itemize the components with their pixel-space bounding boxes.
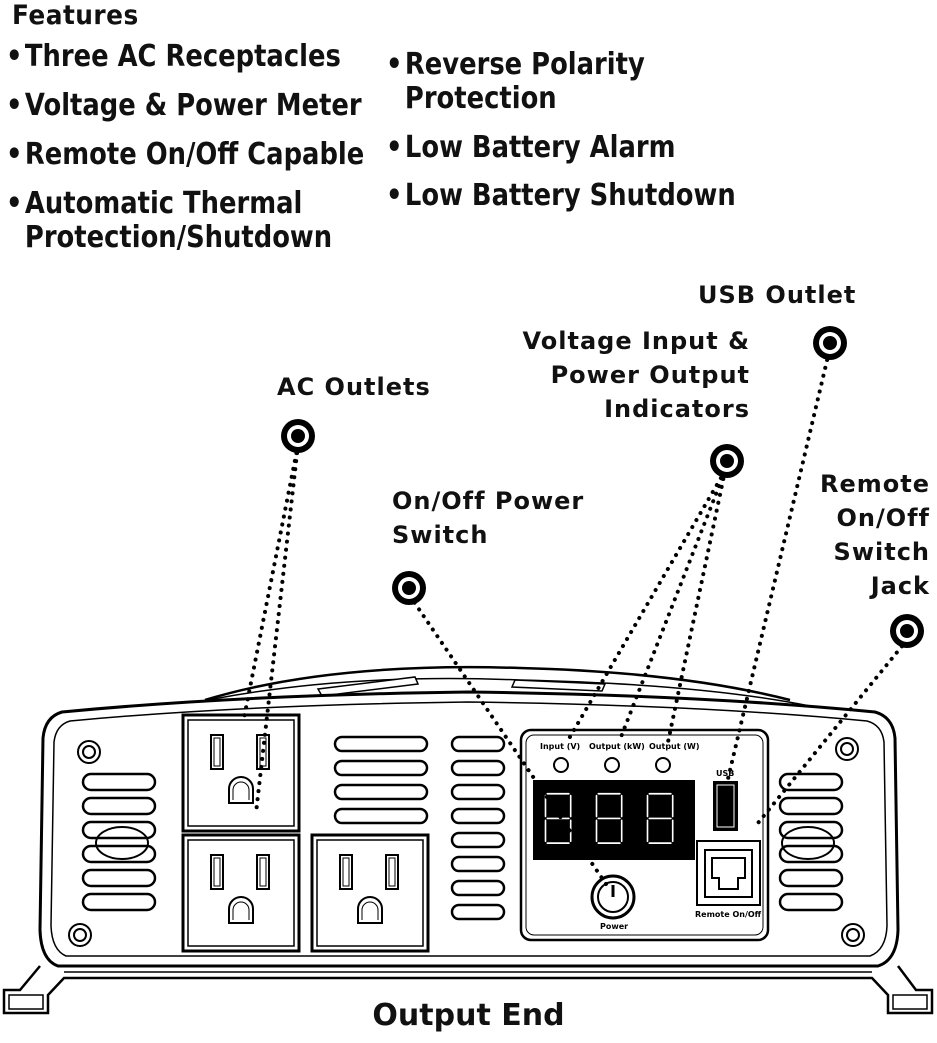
bullet: • — [6, 88, 23, 123]
center-vents — [333, 735, 506, 921]
feature-text-continued: Protection — [404, 81, 557, 116]
bullet: • — [6, 39, 23, 74]
indicator-led — [553, 757, 569, 773]
bullet: • — [6, 186, 23, 221]
feature-text: Low Battery Alarm — [404, 130, 676, 165]
feature-text: Voltage & Power Meter — [24, 88, 362, 123]
callout-line: Voltage Input & — [522, 327, 750, 355]
screw — [77, 740, 101, 764]
feature-item: •Automatic Thermal Protection/Shutdown — [6, 187, 332, 255]
ground-lug — [781, 826, 835, 860]
indicator-label-input: Input (V) — [540, 742, 580, 751]
bullet: • — [386, 130, 403, 165]
ac-outlet — [310, 833, 430, 953]
feature-text-continued: Protection/Shutdown — [24, 220, 333, 255]
vent-tab — [316, 676, 420, 697]
indicator-led — [655, 757, 671, 773]
callout-marker — [813, 326, 847, 360]
callout-marker — [281, 419, 315, 453]
feature-item: •Three AC Receptacles — [6, 40, 341, 74]
remote-label: Remote On/Off — [695, 910, 762, 919]
feature-item: •Low Battery Alarm — [386, 131, 675, 165]
power-label: Power — [600, 922, 628, 931]
callout-line: On/Off — [836, 504, 930, 532]
feature-text: Automatic Thermal — [24, 186, 303, 221]
features-title: Features — [12, 0, 139, 31]
left-vents — [81, 772, 157, 912]
diagram-caption: Output End — [372, 998, 565, 1033]
feature-item: •Voltage & Power Meter — [6, 89, 362, 123]
callout-marker — [392, 571, 426, 605]
feature-text: Reverse Polarity — [404, 47, 645, 82]
callout-remote-jack: Remote On/Off Switch Jack — [780, 467, 930, 603]
callout-line: Power Output — [550, 361, 750, 389]
callout-indicators: Voltage Input & Power Output Indicators — [520, 324, 750, 426]
ground-lug — [95, 826, 149, 860]
screw — [835, 737, 859, 761]
indicator-label-output-kw: Output (kW) — [589, 742, 645, 751]
feature-item: •Reverse Polarity Protection — [386, 48, 645, 116]
bullet: • — [386, 178, 403, 213]
feature-text: Low Battery Shutdown — [404, 178, 736, 213]
usb-label: USB — [716, 769, 734, 778]
callout-marker — [890, 614, 924, 648]
bullet: • — [6, 137, 23, 172]
feature-item: •Remote On/Off Capable — [6, 138, 364, 172]
ac-outlet — [181, 833, 301, 953]
screw — [68, 923, 92, 947]
feature-text: Three AC Receptacles — [24, 39, 341, 74]
callout-line: On/Off Power — [392, 487, 585, 515]
callout-line: Switch — [392, 521, 489, 549]
mounting-foot — [892, 994, 928, 1010]
callout-power-switch: On/Off Power Switch — [392, 484, 584, 552]
bullet: • — [386, 47, 403, 82]
callout-line: Switch — [833, 538, 930, 566]
feature-item: •Low Battery Shutdown — [386, 179, 736, 213]
callout-line: Indicators — [604, 395, 750, 423]
indicator-led — [604, 757, 620, 773]
callout-line: Jack — [870, 572, 930, 600]
vent-tab — [510, 679, 607, 692]
indicator-label-output-w: Output (W) — [649, 742, 700, 751]
callout-marker — [710, 444, 744, 478]
leader-lines — [242, 350, 909, 886]
ac-outlet — [181, 713, 301, 833]
inverter-body — [38, 690, 900, 968]
feature-text: Remote On/Off Capable — [24, 137, 365, 172]
mounting-foot — [8, 994, 44, 1010]
top-hood — [204, 665, 791, 702]
callout-line: Remote — [819, 470, 930, 498]
screw — [841, 923, 865, 947]
mounting-base — [2, 965, 934, 1015]
callout-ac-outlets: AC Outlets — [277, 373, 431, 401]
callout-usb-outlet: USB Outlet — [698, 281, 857, 309]
